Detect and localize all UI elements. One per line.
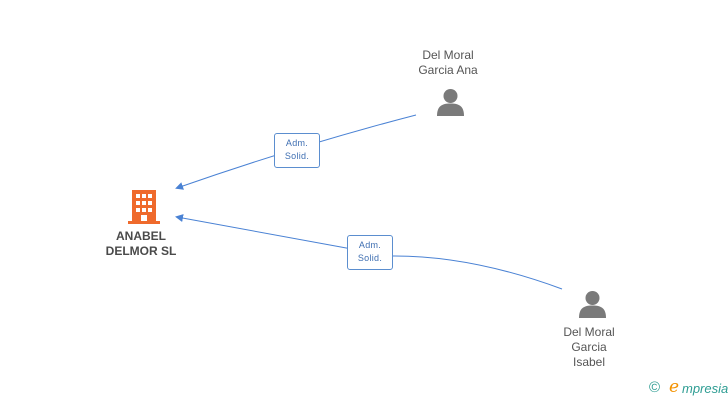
person-ana-name-line-1: Del Moral: [422, 48, 474, 62]
person-isabel-name-line-2: Garcia: [571, 340, 607, 354]
company-name-line-1: ANABEL: [116, 229, 166, 243]
person-isabel-name-line-3: Isabel: [572, 355, 606, 369]
role-line-2: Solid.: [284, 151, 310, 161]
role-line-1: Adm.: [358, 240, 382, 250]
role-line-2: Solid.: [357, 253, 383, 263]
person-ana-label[interactable]: Del Moral Garcia Ana: [398, 48, 498, 78]
company-label[interactable]: ANABEL DELMOR SL: [96, 229, 186, 259]
company-name-line-2: DELMOR SL: [105, 244, 177, 258]
person-icon[interactable]: [436, 88, 465, 116]
person-ana-name-line-2: Garcia Ana: [418, 63, 478, 77]
person-isabel-label[interactable]: Del Moral Garcia Isabel: [539, 325, 639, 370]
edge-role-badge[interactable]: Adm. Solid.: [347, 235, 393, 270]
brand-initial: e: [669, 377, 680, 397]
role-line-1: Adm.: [285, 138, 309, 148]
person-icon[interactable]: [578, 290, 607, 318]
copyright-icon: ©: [649, 379, 661, 396]
building-icon[interactable]: [128, 190, 160, 224]
edge-role-badge[interactable]: Adm. Solid.: [274, 133, 320, 168]
edge-isabel-to-company: [175, 214, 563, 290]
person-isabel-name-line-1: Del Moral: [563, 325, 615, 339]
brand-name: mpresia: [682, 381, 728, 396]
